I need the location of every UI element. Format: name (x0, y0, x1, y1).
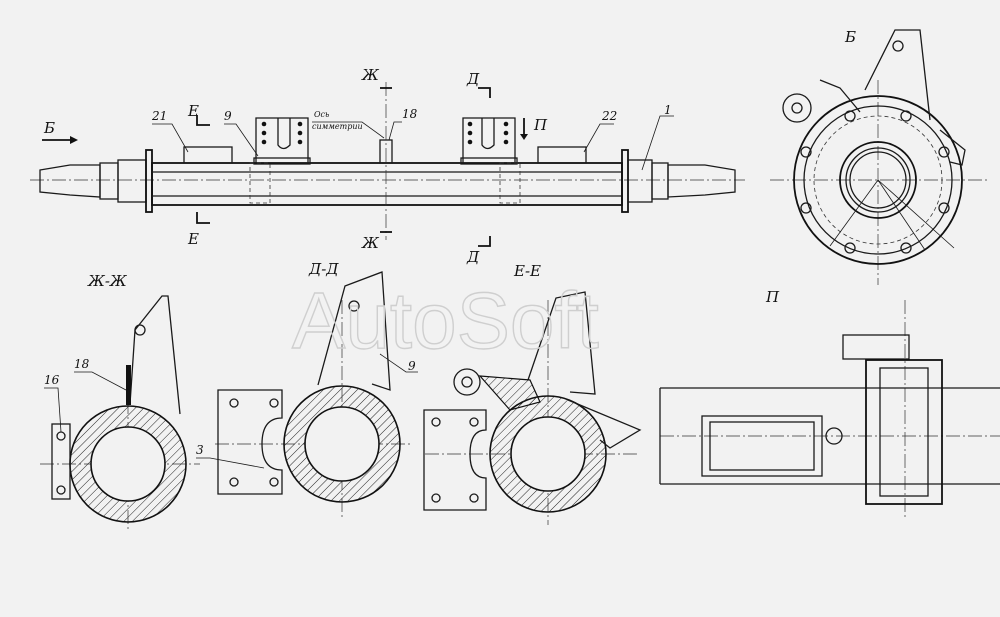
axle-main-view (30, 82, 745, 247)
section-e-label-bottom: Е (187, 230, 199, 248)
callout-3: 3 (196, 443, 204, 457)
view-p (659, 300, 1000, 520)
section-ee-title: Е-Е (513, 262, 541, 280)
callout-9-section: 9 (408, 359, 416, 373)
callout-9-top: 9 (224, 109, 232, 123)
section-e-e (423, 291, 642, 525)
section-zh-label-top: Ж (361, 66, 380, 84)
view-p-label-top: П (533, 116, 548, 134)
section-dd-title: Д-Д (308, 260, 339, 278)
callout-16: 16 (44, 373, 60, 387)
callout-18-section: 18 (74, 357, 90, 371)
labels: Б Е Е Ж Ж Д Д П Б Ж-Ж Д-Д Е-Е П Ось симм… (43, 28, 856, 457)
symmetry-note-line1: Ось (314, 110, 329, 119)
callout-18-top: 18 (402, 107, 418, 121)
section-e-label-top: Е (187, 102, 199, 120)
section-d-label-top: Д (466, 70, 480, 88)
section-d-label-bottom: Д (466, 248, 480, 266)
callout-1: 1 (664, 103, 672, 117)
view-p-title: П (765, 288, 780, 306)
section-zh-label-bottom: Ж (361, 234, 380, 252)
section-d-d (215, 271, 418, 520)
view-b-label-top: Б (43, 119, 55, 137)
watermark: AutoSoft (292, 276, 599, 365)
callout-22: 22 (601, 109, 617, 123)
view-b-end (770, 29, 990, 285)
section-zh-zh (40, 295, 265, 530)
symmetry-note-line2: симметрии (312, 122, 363, 131)
callout-21: 21 (151, 109, 167, 123)
view-b-label-side: Б (844, 28, 856, 46)
section-zhzh-title: Ж-Ж (87, 272, 128, 290)
